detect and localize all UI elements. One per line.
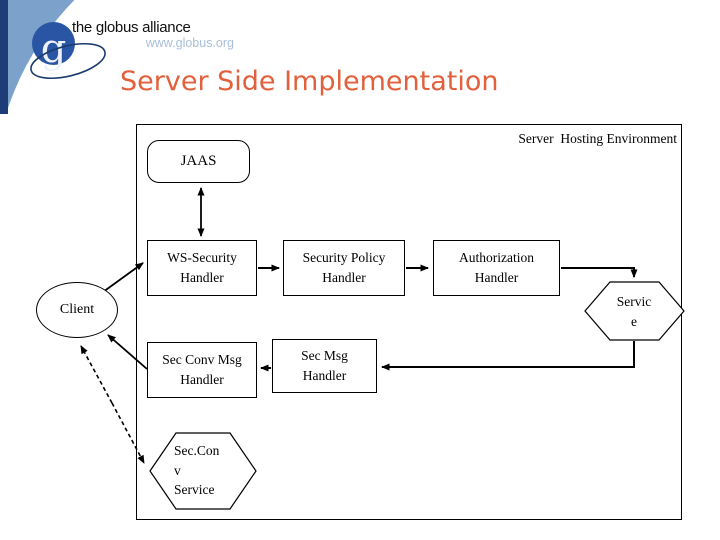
arrow-service-to-secmsg — [381, 341, 635, 371]
arrow-client-to-ws — [102, 262, 144, 293]
node-secconv-service-label: Sec.Con v Service — [174, 443, 220, 498]
node-ws-security-handler: WS-Security Handler — [147, 240, 257, 296]
service-hexagon — [584, 281, 685, 341]
node-authorization-handler: Authorization Handler — [433, 240, 560, 296]
node-service-label: Servic e — [616, 294, 652, 329]
node-security-policy-handler: Security Policy Handler — [283, 240, 405, 296]
dashed-arrow-to-client — [80, 345, 113, 404]
node-sec-conv-msg-handler: Sec Conv Msg Handler — [147, 342, 257, 398]
dashed-arrow-to-secconv-service — [111, 402, 145, 464]
logo-brand-text: the globus alliance — [72, 19, 191, 36]
node-sec-msg-handler-label: Sec Msg Handler — [301, 348, 348, 383]
secconv-service-hexagon — [149, 432, 257, 510]
node-jaas: JAAS — [147, 140, 250, 183]
server-hosting-environment-box — [136, 124, 682, 520]
node-sec-conv-msg-handler-label: Sec Conv Msg Handler — [162, 352, 242, 387]
node-authorization-handler-label: Authorization Handler — [459, 250, 534, 285]
arrow-secconvmsg-to-client — [107, 334, 148, 370]
logo-stripe — [0, 0, 8, 114]
node-jaas-label: JAAS — [180, 152, 217, 169]
node-security-policy-handler-label: Security Policy Handler — [302, 250, 386, 285]
slide-title: Server Side Implementation — [120, 66, 499, 97]
environment-label: Server Hosting Environment — [518, 131, 677, 146]
node-ws-security-handler-label: WS-Security Handler — [167, 250, 237, 285]
arrow-auth-to-service — [561, 267, 638, 278]
node-service-label-wrap: Servic e — [592, 289, 676, 335]
node-client-label: Client — [59, 301, 95, 317]
logo-url-text: www.globus.org — [145, 36, 234, 50]
node-sec-msg-handler: Sec Msg Handler — [272, 339, 377, 393]
node-client: Client — [36, 282, 118, 338]
